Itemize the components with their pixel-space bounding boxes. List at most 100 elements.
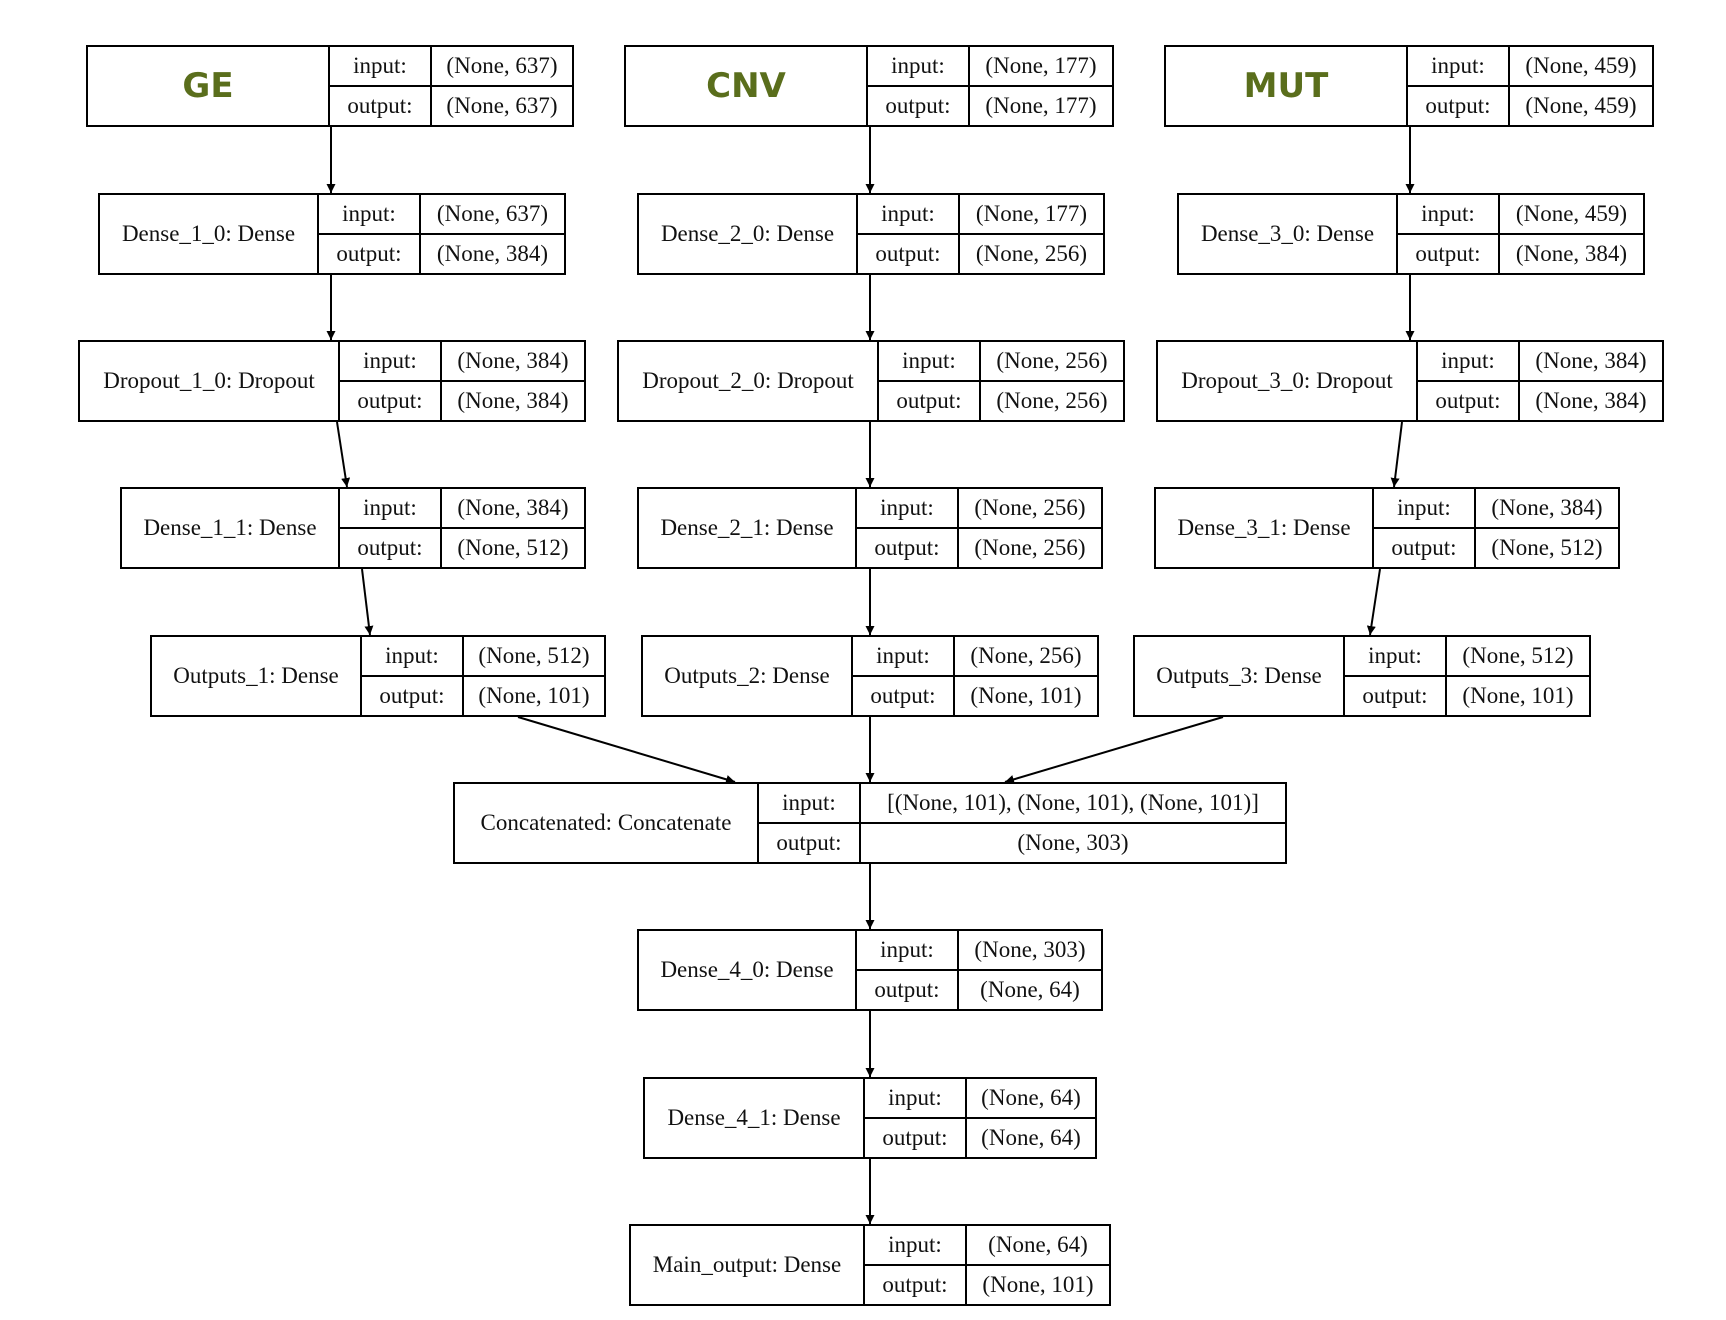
output-shape: (None, 256) (981, 380, 1123, 420)
output-key: output: (853, 675, 953, 715)
output-shape: (None, 256) (960, 233, 1103, 273)
input-shape: (None, 512) (478, 643, 590, 668)
input-shape: (None, 637) (446, 53, 558, 78)
node-label: Dense_4_1: Dense (667, 1105, 841, 1130)
node-label: GE (182, 66, 234, 106)
output-key: output: (330, 85, 430, 125)
output-shape: (None, 303) (861, 822, 1285, 862)
output-key: output: (858, 233, 958, 273)
output-key: output: (1374, 527, 1474, 567)
output-shape: (None, 64) (967, 1117, 1095, 1157)
output-key: output: (879, 380, 979, 420)
input-shape: (None, 384) (457, 348, 569, 373)
input-key: input: (880, 937, 934, 962)
output-key: output: (362, 675, 462, 715)
output-key: output: (340, 380, 440, 420)
edge-o1-to-cat (517, 716, 736, 784)
node-label: Dense_2_0: Dense (660, 221, 835, 246)
input-key: input: (1421, 201, 1475, 226)
input-shape: (None, 256) (996, 348, 1108, 373)
output-shape: (None, 101) (464, 675, 604, 715)
output-key: output: (1408, 85, 1508, 125)
node-label: Outputs_1: Dense (173, 663, 339, 688)
output-shape: (None, 256) (959, 527, 1101, 567)
input-shape: (None, 384) (1535, 348, 1647, 373)
output-key: output: (868, 85, 968, 125)
output-shape: (None, 384) (1520, 380, 1662, 420)
node-o3: Outputs_3: Dense input: output: (None, 512)… (1133, 635, 1591, 717)
input-key: input: (363, 348, 417, 373)
node-label: CNV (706, 66, 786, 106)
node-o1: Outputs_1: Dense input: output: (None, 512)… (150, 635, 606, 717)
output-shape: (None, 384) (1500, 233, 1643, 273)
output-key: output: (865, 1264, 965, 1304)
input-shape: (None, 459) (1515, 201, 1628, 226)
node-label: Outputs_3: Dense (1156, 663, 1322, 688)
input-key: input: (888, 1085, 942, 1110)
node-label: Concatenated: Concatenate (480, 810, 732, 835)
node-label: Dropout_2_0: Dropout (642, 368, 854, 393)
input-key: input: (1397, 495, 1451, 520)
node-d40: Dense_4_0: Dense input: output: (None, 303)… (637, 929, 1103, 1011)
input-key: input: (1441, 348, 1495, 373)
input-key: input: (902, 348, 956, 373)
output-key: output: (857, 969, 957, 1009)
input-shape: (None, 256) (974, 495, 1086, 520)
input-shape: (None, 64) (981, 1085, 1081, 1110)
node-label: Dense_1_0: Dense (121, 221, 296, 246)
input-key: input: (385, 643, 439, 668)
input-shape: (None, 177) (985, 53, 1097, 78)
input-shape: (None, 384) (457, 495, 569, 520)
output-shape: (None, 64) (959, 969, 1101, 1009)
output-shape: (None, 101) (955, 675, 1097, 715)
input-shape: (None, 256) (970, 643, 1082, 668)
edge-d11-to-o1 (361, 568, 374, 636)
node-d10: Dense_1_0: Dense input: output: (None, 637)… (98, 193, 566, 275)
output-key: output: (319, 233, 419, 273)
output-key: output: (340, 527, 440, 567)
output-shape: (None, 101) (1447, 675, 1589, 715)
edge-dr30-to-d31 (1390, 421, 1403, 488)
edge-d31-to-o3 (1366, 568, 1381, 636)
input-key: input: (363, 495, 417, 520)
input-key: input: (1368, 643, 1422, 668)
input-key: input: (891, 53, 945, 78)
output-shape: (None, 512) (1476, 527, 1618, 567)
output-shape: (None, 177) (970, 85, 1112, 125)
input-shape: (None, 177) (975, 201, 1088, 226)
edge-dr10-to-d11 (336, 421, 351, 488)
input-shape: (None, 637) (436, 201, 549, 226)
output-key: output: (759, 822, 859, 862)
input-key: input: (880, 495, 934, 520)
node-label: Dense_2_1: Dense (660, 515, 834, 540)
output-key: output: (1345, 675, 1445, 715)
node-label: Dropout_3_0: Dropout (1181, 368, 1393, 393)
node-label: MUT (1243, 66, 1329, 106)
output-shape: (None, 459) (1510, 85, 1652, 125)
input-shape: (None, 512) (1462, 643, 1574, 668)
input-key: input: (881, 201, 935, 226)
output-shape: (None, 101) (967, 1264, 1109, 1304)
node-label: Main_output: Dense (652, 1252, 842, 1277)
output-shape: (None, 637) (432, 85, 572, 125)
node-label: Dense_3_1: Dense (1177, 515, 1351, 540)
node-label: Dense_3_0: Dense (1200, 221, 1375, 246)
input-key: input: (342, 201, 396, 226)
input-key: input: (888, 1232, 942, 1257)
output-shape: (None, 384) (421, 233, 564, 273)
output-shape: (None, 512) (442, 527, 584, 567)
node-label: Dense_4_0: Dense (660, 957, 834, 982)
input-shape: (None, 303) (974, 937, 1086, 962)
